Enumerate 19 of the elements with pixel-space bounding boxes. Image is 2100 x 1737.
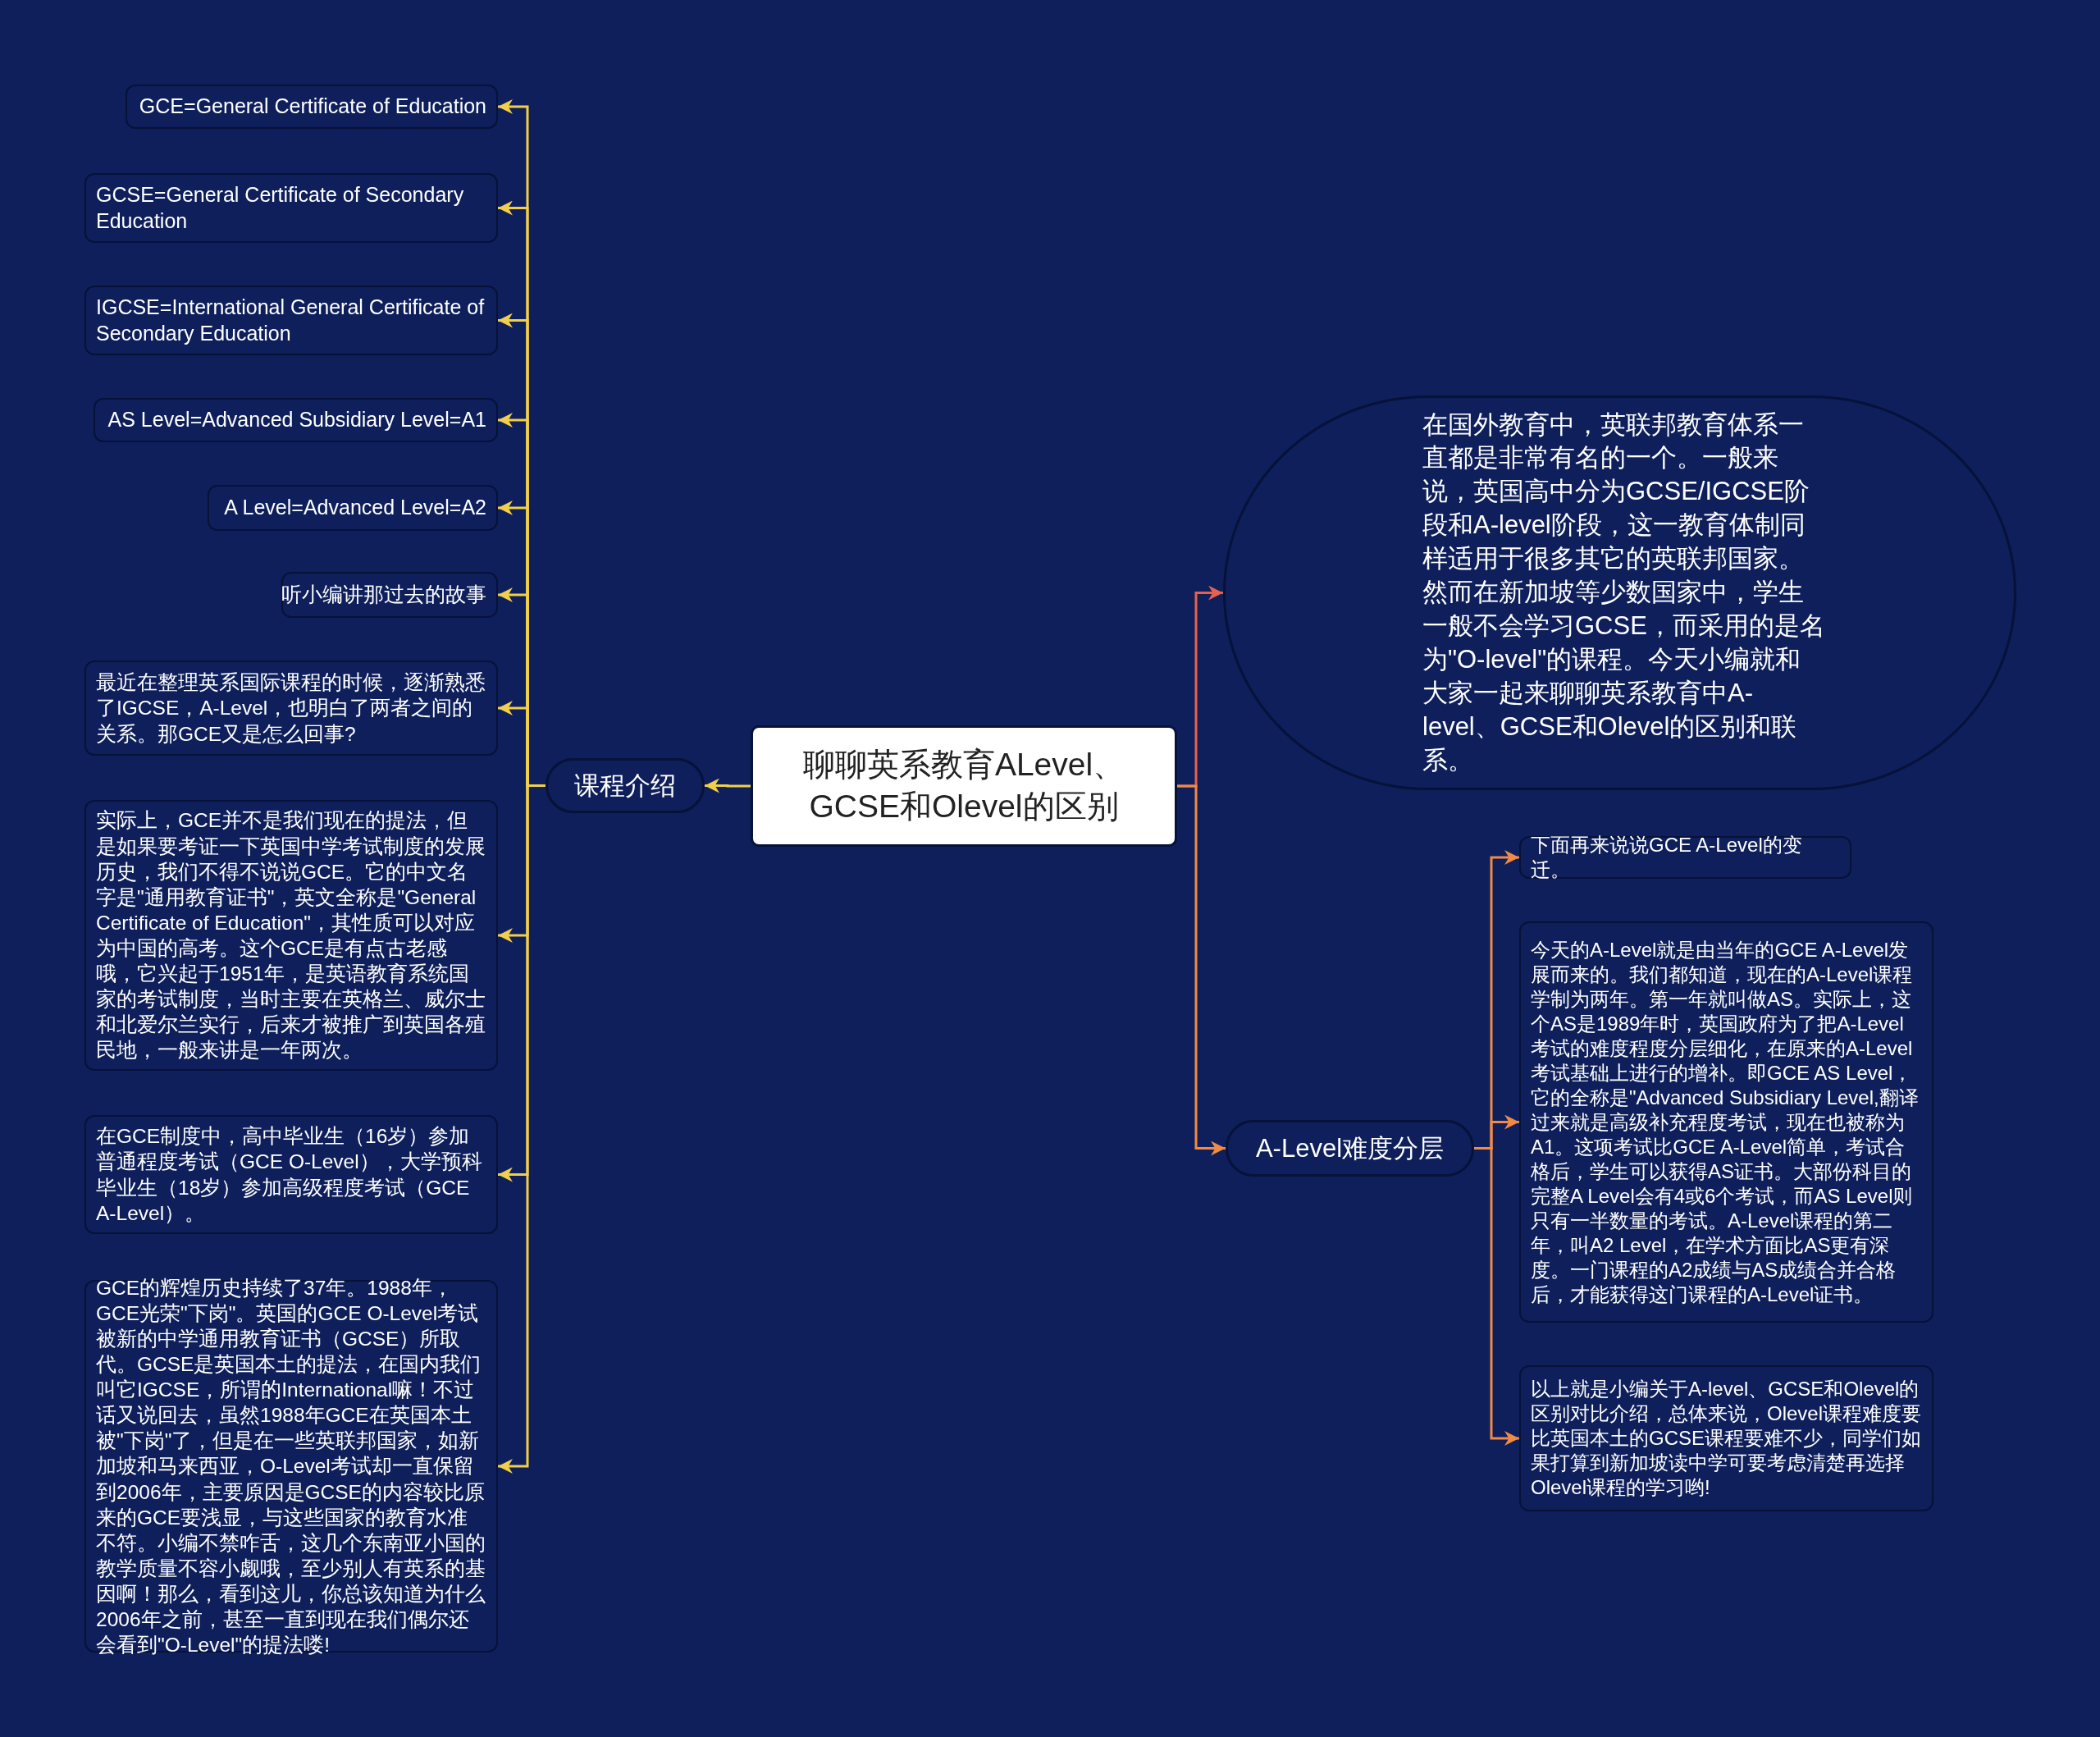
text-box: GCSE=General Certificate of Secondary Education [84,173,498,243]
rounded-text-bubble: 在国外教育中，英联邦教育体系一直都是非常有名的一个。一般来说，英国高中分为GCSE/IGCSE阶段和A-level阶段，这一教育体制同样适用于很多其它的英联邦国家。然而在新加坡等少数国家中，学生一般不会学习GCSE，而采用的是名为"O-level"的课程。今天小编就和大家一起来聊聊英系教育中A-level、GCSE和Olevel的区别和联系。 [1223,395,2016,790]
text-box: 以上就是小编关于A-level、GCSE和Olevel的区别对比介绍，总体来说，Olevel课程难度要比英国本土的GCSE课程要难不少，同学们如果打算到新加坡读中学可要考虑清楚再选择Olevel课程的学习哟! [1519,1365,1933,1511]
text-box: A Level=Advanced Level=A2 [208,485,498,531]
topic-pill: 课程介绍 [546,758,705,813]
text-box: 实际上，GCE并不是我们现在的提法，但是如果要考证一下英国中学考试制度的发展历史，我们不得不说说GCE。它的中文名字是"通用教育证书"，英文全称是"General Certificate of Education"，其性质可以对应为中国的高考。这个GCE是有点古老感哦，它兴起于1951年，是英语教育系统国家的考试制度，当时主要在英格兰、威尔士和北爱尔兰实行，后来才被推广到英国各殖民地，一般来讲是一年两次。 [84,800,498,1071]
text-box: 下面再来说说GCE A-Level的变迁。 [1519,836,1851,879]
connector-arrow [705,778,751,793]
text-box: 最近在整理英系国际课程的时候，逐渐熟悉了IGCSE，A-Level，也明白了两者之间的关系。那GCE又是怎么回事? [84,661,498,756]
topic-pill: A-Level难度分层 [1226,1120,1474,1177]
connector-arrow [1474,1147,1519,1446]
central-topic-box: 聊聊英系教育ALevel、GCSE和Olevel的区别 [751,725,1177,847]
text-box: AS Level=Advanced Subsidiary Level=A1 [94,398,498,442]
text-box: 今天的A-Level就是由当年的GCE A-Level发展而来的。我们都知道，现在的A-Level课程学制为两年。第一年就叫做AS。实际上，这个AS是1989年时，英国政府为了把A-Level考试的难度程度分层细化，在原来的A-Level考试基础上进行的增补。即GCE AS Level，它的全称是"Advanced Subsidiary Level,翻译过来就是高级补充程度考试，现在也被称为A1。这项考试比GCE A-Level简单，考试合格后，学生可以获得AS证书。大部份科目的完整A Level会有4或6个考试，而AS Level则只有一半数量的考试。A-Level课程的第二年，叫A2 Level，在学术方面比AS更有深度。一门课程的A2成绩与AS成绩合并合格后，才能获得这门课程的A-Level证书。 [1519,921,1933,1323]
connector-arrow [1177,784,1226,1156]
text-box: IGCSE=International General Certificate of Secondary Education [84,286,498,355]
text-box: 听小编讲那过去的故事 [281,572,498,618]
text-box: 在GCE制度中，高中毕业生（16岁）参加普通程度考试（GCE O-Level），大学预科毕业生（18岁）参加高级程度考试（GCE A-Level）。 [84,1115,498,1234]
text-box: GCE=General Certificate of Education [126,85,498,129]
